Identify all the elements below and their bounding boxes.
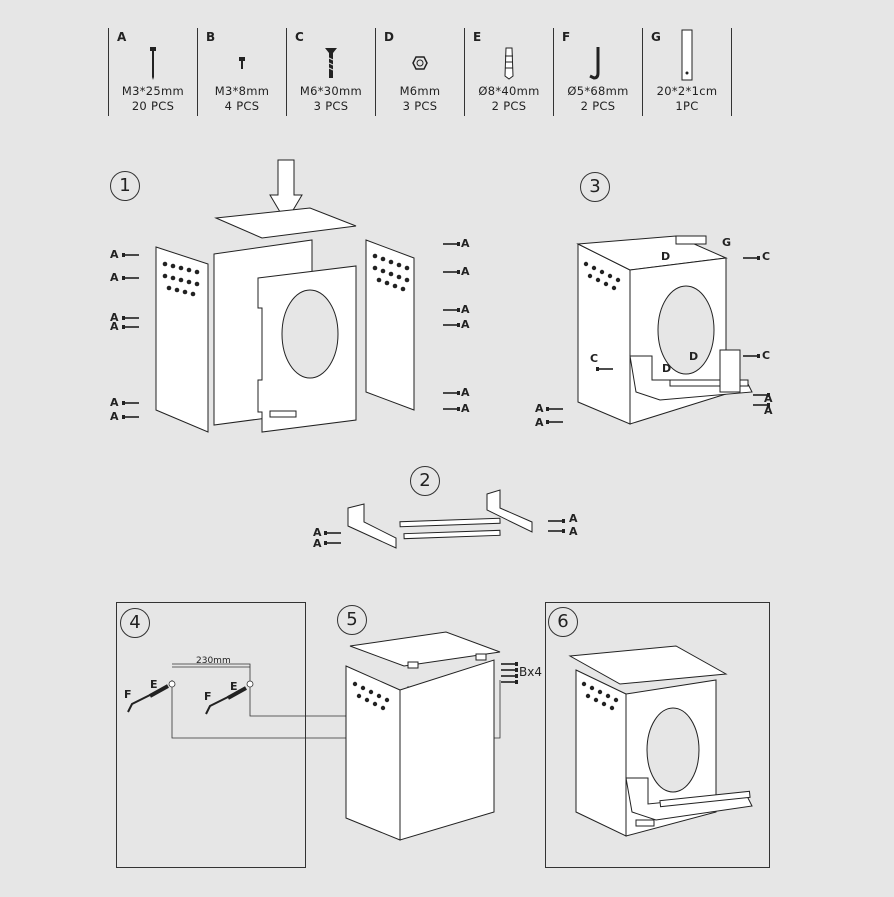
callout-e: E bbox=[150, 678, 158, 691]
short-screw-icon bbox=[198, 44, 286, 82]
callout-a: A bbox=[110, 320, 119, 333]
callout-c: C bbox=[762, 349, 771, 362]
part-letter: F bbox=[562, 30, 571, 44]
callout-f: F bbox=[204, 690, 212, 703]
step-5-screws bbox=[501, 662, 518, 684]
callout-a: A bbox=[461, 402, 470, 415]
part-qty: 1PC bbox=[675, 99, 699, 113]
callout-a: A bbox=[535, 416, 544, 429]
step-2-perch-illustration bbox=[347, 489, 533, 549]
step-number-3: 3 bbox=[580, 172, 610, 202]
part-letter: G bbox=[651, 30, 661, 44]
callout-d: D bbox=[689, 350, 699, 363]
part-letter: E bbox=[473, 30, 482, 44]
part-size: 20*2*1cm bbox=[656, 84, 718, 98]
part-d: D M6mm 3 PCS bbox=[375, 28, 464, 116]
callout-a: A bbox=[110, 396, 119, 409]
part-qty: 4 PCS bbox=[224, 99, 260, 113]
step-number-6: 6 bbox=[548, 607, 578, 637]
step-number-5: 5 bbox=[337, 605, 367, 635]
part-g: G 20*2*1cm 1PC bbox=[642, 28, 732, 116]
callout-a: A bbox=[764, 404, 773, 417]
callout-f: F bbox=[124, 688, 132, 701]
wall-anchor-icon bbox=[465, 44, 553, 82]
part-qty: 2 PCS bbox=[580, 99, 616, 113]
part-qty: 3 PCS bbox=[313, 99, 349, 113]
bolt-icon bbox=[287, 44, 375, 82]
callout-a: A bbox=[461, 237, 470, 250]
ventilation-holes bbox=[162, 253, 410, 297]
callout-a: A bbox=[461, 386, 470, 399]
callout-a: A bbox=[461, 318, 470, 331]
part-b: B M3*8mm 4 PCS bbox=[197, 28, 286, 116]
callout-a: A bbox=[110, 410, 119, 423]
part-size: Ø8*40mm bbox=[478, 84, 540, 98]
callout-a: A bbox=[461, 265, 470, 278]
step-5-illustration bbox=[345, 631, 501, 841]
long-screw-icon bbox=[109, 44, 197, 82]
part-qty: 20 PCS bbox=[131, 99, 175, 113]
part-size: Ø5*68mm bbox=[567, 84, 629, 98]
part-size: M3*25mm bbox=[121, 84, 185, 98]
callout-a: A bbox=[535, 402, 544, 415]
part-qty: 2 PCS bbox=[491, 99, 527, 113]
step-4-wall-illustration bbox=[127, 663, 501, 739]
dimension-label: 230mm bbox=[196, 656, 231, 666]
callout-d: D bbox=[661, 250, 671, 263]
part-letter: C bbox=[295, 30, 304, 44]
parts-list: A M3*25mm 20 PCS B M3*8mm 4 PCS C M6*30m… bbox=[108, 28, 732, 116]
callout-a: A bbox=[110, 248, 119, 261]
part-c: C M6*30mm 3 PCS bbox=[286, 28, 375, 116]
part-f: F Ø5*68mm 2 PCS bbox=[553, 28, 642, 116]
step-number-2: 2 bbox=[410, 466, 440, 496]
callout-a: A bbox=[110, 271, 119, 284]
step-number-4: 4 bbox=[120, 608, 150, 638]
step-number-1: 1 bbox=[110, 171, 140, 201]
part-size: M6*30mm bbox=[299, 84, 363, 98]
callout-a: A bbox=[313, 526, 322, 539]
callout-e: E bbox=[230, 680, 238, 693]
callout-c: C bbox=[590, 352, 599, 365]
callout-d: D bbox=[662, 362, 672, 375]
part-qty: 3 PCS bbox=[402, 99, 438, 113]
callout-a: A bbox=[461, 303, 470, 316]
step-6-finished-illustration bbox=[568, 645, 753, 837]
wood-strip-icon bbox=[643, 28, 731, 82]
part-a: A M3*25mm 20 PCS bbox=[108, 28, 197, 116]
callout-c: C bbox=[762, 250, 771, 263]
callout-a: A bbox=[764, 392, 773, 405]
part-letter: B bbox=[206, 30, 216, 44]
step-6-frame bbox=[545, 602, 770, 868]
callout-bx4: Bx4 bbox=[519, 665, 542, 679]
callout-g: G bbox=[722, 236, 732, 249]
part-letter: A bbox=[117, 30, 127, 44]
callout-a: A bbox=[313, 537, 322, 550]
callout-a: A bbox=[569, 512, 578, 525]
part-size: M6mm bbox=[399, 84, 441, 98]
part-letter: D bbox=[384, 30, 394, 44]
callout-a: A bbox=[569, 525, 578, 538]
hook-icon bbox=[554, 44, 642, 82]
part-e: E Ø8*40mm 2 PCS bbox=[464, 28, 553, 116]
part-size: M3*8mm bbox=[214, 84, 270, 98]
nut-icon bbox=[376, 44, 464, 82]
step-3-illustration bbox=[576, 235, 753, 425]
step-4-frame bbox=[116, 602, 306, 868]
step-1-illustration bbox=[155, 159, 415, 433]
callout-a: A bbox=[110, 311, 119, 324]
